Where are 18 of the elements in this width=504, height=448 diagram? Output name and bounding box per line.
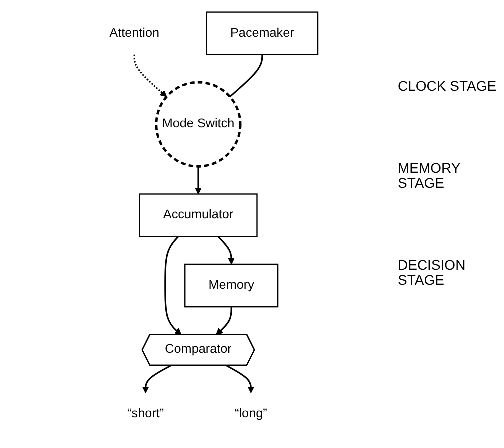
arrow (195, 166, 202, 195)
arrow (134, 54, 168, 98)
node-box: Accumulator (139, 194, 258, 238)
arrow (226, 365, 255, 394)
stage-label: CLOCK STAGE (398, 79, 498, 95)
node-text: “long” (235, 407, 268, 421)
stage-label: MEMORY STAGE (398, 160, 462, 192)
arrow (164, 236, 182, 336)
node-circle: Mode Switch (155, 81, 242, 168)
arrow (218, 236, 236, 265)
stage-label: DECISION STAGE (398, 258, 467, 289)
node-box: Pacemaker (206, 12, 319, 56)
node-box: Memory (184, 264, 279, 308)
arrow (216, 307, 232, 336)
arrow (142, 365, 172, 394)
node-text: Attention (110, 26, 160, 40)
node-text: “short” (128, 407, 164, 421)
connector (230, 54, 264, 98)
